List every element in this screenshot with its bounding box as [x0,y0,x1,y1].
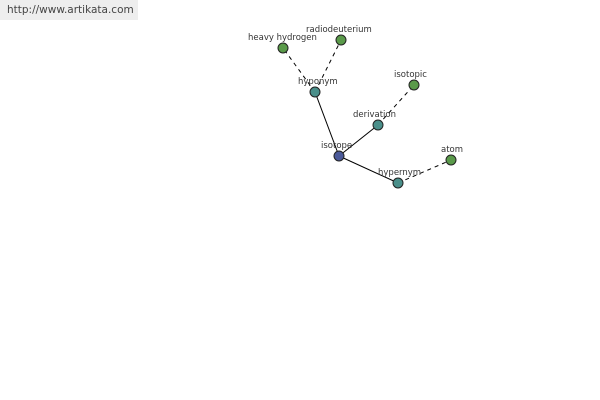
label-heavy-hydrogen: heavy hydrogen [248,33,317,43]
node-derivation[interactable] [372,119,384,131]
edge-isotope-derivation [338,124,379,157]
edge-hyponym-radiodeuterium [314,39,342,93]
label-derivation: derivation [353,110,396,120]
node-isotopic[interactable] [408,79,420,91]
url-banner[interactable]: http://www.artikata.com [0,0,138,20]
edge-derivation-isotopic [377,84,415,126]
node-hyponym[interactable] [309,86,321,98]
label-hyponym: hyponym [298,77,338,87]
label-hypernym: hypernym [378,168,421,178]
label-atom: atom [441,145,463,155]
label-isotope: isotope [321,141,352,151]
edge-isotope-hyponym [314,91,340,157]
node-hypernym[interactable] [392,177,404,189]
edge-isotope-hypernym [338,155,399,184]
node-radiodeuterium[interactable] [335,34,347,46]
node-heavy-hydrogen[interactable] [277,42,289,54]
edge-hypernym-atom [397,159,452,184]
node-isotope[interactable] [333,150,345,162]
node-atom[interactable] [445,154,457,166]
label-radiodeuterium: radiodeuterium [306,25,372,35]
label-isotopic: isotopic [394,70,427,80]
edge-hyponym-heavy-hydrogen [282,47,316,93]
